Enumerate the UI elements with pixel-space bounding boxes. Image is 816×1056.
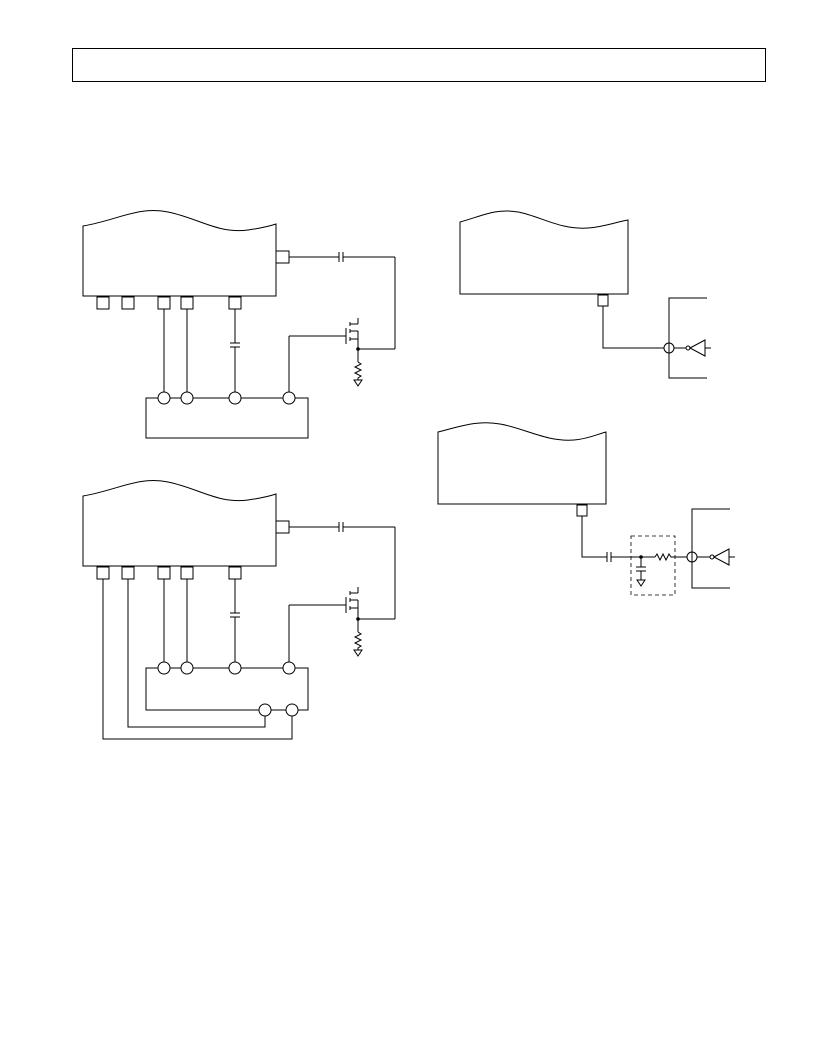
chip-bottom-right [437,422,607,505]
pin-tl-2 [121,296,135,310]
resistor-br [654,552,687,562]
terminal-tl-1 [157,391,171,405]
terminal-tl-2 [180,391,194,405]
pin-bl-right [275,520,290,534]
pin-bl-1 [96,566,110,580]
resistor-bl [353,631,363,650]
chip-bottom-left [82,480,277,567]
terminal-tl-4 [282,391,296,405]
pin-tr-1 [597,294,609,307]
resistor-tl [353,361,363,380]
buffer-icon-br [712,548,730,566]
terminal-tl-3 [228,391,242,405]
terminal-bl-4 [282,661,296,675]
terminal-box-tl [145,397,309,439]
pin-tl-4 [180,296,194,310]
terminal-box-bl [145,667,309,711]
terminal-bl-3 [228,661,242,675]
mosfet-tl [289,318,359,362]
filter-box-br [630,535,676,596]
buffer-icon-tr [688,339,706,357]
circuit-top-left [82,210,396,439]
header-box [72,48,766,82]
pin-tl-1 [96,296,110,310]
pin-tl-3 [157,296,171,310]
circuit-bottom-right [437,422,735,596]
chip-top-right [459,210,629,295]
pin-tl-right [275,250,290,264]
pin-bl-4 [180,566,194,580]
pin-bl-2 [121,566,135,580]
ground-icon-br [636,579,646,587]
ground-icon-tl [353,379,363,387]
pin-bl-3 [157,566,171,580]
terminal-bl-6 [285,703,299,717]
terminal-bl-5 [258,703,272,717]
pin-br-1 [576,504,588,517]
chip-top-left [82,210,277,297]
pin-tl-5 [228,296,242,310]
terminal-bl-1 [157,661,171,675]
ground-icon-bl [353,649,363,657]
circuit-top-right [459,210,711,379]
pin-bl-5 [228,566,242,580]
terminal-bl-2 [180,661,194,675]
circuit-bottom-left [82,480,396,740]
mosfet-bl [289,587,359,632]
